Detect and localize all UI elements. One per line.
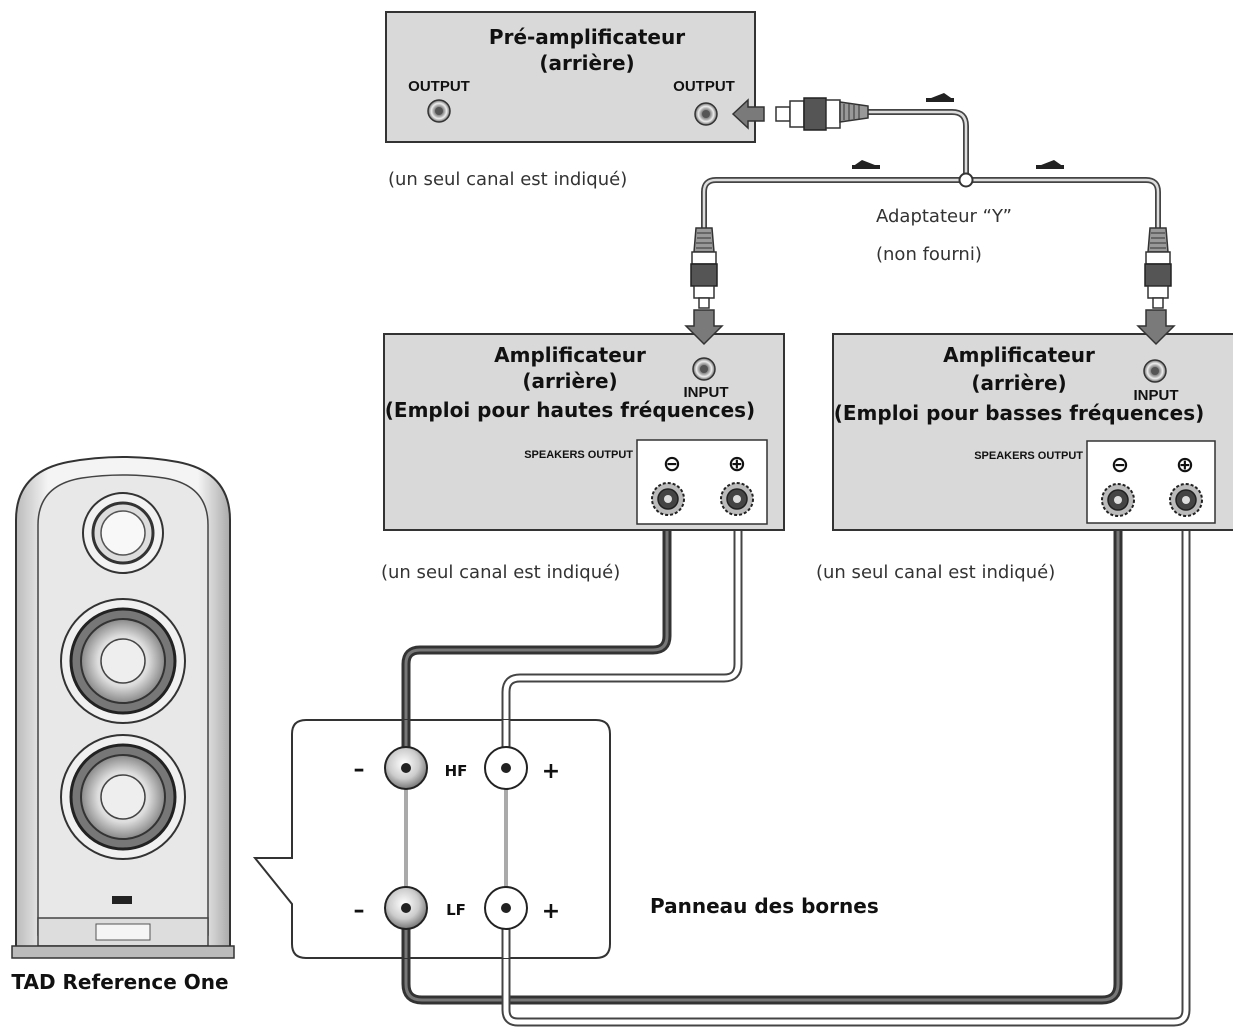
binding-post-icon[interactable]	[720, 482, 754, 516]
speaker-icon	[11, 456, 235, 959]
terminal-panel-callout: – HF + – LF +	[252, 719, 611, 959]
down-arrow-icon	[1136, 309, 1176, 346]
rca-jack-icon[interactable]	[694, 102, 718, 126]
rca-jack-icon[interactable]	[692, 357, 716, 381]
amp-lf-title: Amplificateur	[943, 343, 1095, 367]
amp-lf-note: (un seul canal est indiqué)	[816, 562, 1055, 583]
hf-minus-label: –	[354, 757, 365, 782]
binding-post-icon[interactable]	[384, 746, 428, 790]
lf-minus-label: –	[354, 898, 365, 923]
y-adapter-cable	[701, 109, 1161, 228]
amp-lf-minus-label: ⊖	[1111, 453, 1129, 478]
preamp-output-left-label: OUTPUT	[408, 78, 470, 95]
preamp-panel: Pré-amplificateur (arrière) OUTPUT OUTPU…	[385, 11, 756, 143]
rca-jack-icon	[427, 99, 451, 123]
y-junction-icon	[958, 172, 974, 188]
y-adapter-note: (non fourni)	[876, 244, 982, 265]
left-arrow-icon	[731, 98, 765, 130]
rca-plug-icon	[1144, 227, 1172, 309]
preamp-title: Pré-amplificateur	[489, 25, 685, 49]
amp-lf-subtitle: (arrière)	[971, 371, 1066, 395]
binding-post-icon[interactable]	[484, 886, 528, 930]
hf-label: HF	[445, 762, 468, 780]
amp-hf-usage: (Emploi pour hautes fréquences)	[385, 398, 755, 422]
amp-hf-subtitle: (arrière)	[522, 369, 617, 393]
binding-post-icon[interactable]	[484, 746, 528, 790]
amp-lf-input-label: INPUT	[1134, 387, 1179, 404]
amp-hf-title: Amplificateur	[494, 343, 646, 367]
speaker-cables	[401, 500, 1191, 1027]
y-adapter-label: Adaptateur “Y”	[876, 206, 1012, 227]
amp-hf-input-label: INPUT	[684, 384, 729, 401]
preamp-output-right-label: OUTPUT	[673, 78, 735, 95]
amp-hf-plus-label: ⊕	[728, 452, 746, 477]
down-arrow-icon	[684, 309, 724, 346]
rca-plug-icon	[690, 227, 718, 309]
binding-post-icon[interactable]	[651, 482, 685, 516]
binding-post-icon[interactable]	[384, 886, 428, 930]
terminal-panel-label: Panneau des bornes	[650, 894, 879, 918]
lf-label: LF	[446, 901, 466, 919]
preamp-note: (un seul canal est indiqué)	[388, 169, 627, 190]
amp-lf-plus-label: ⊕	[1176, 453, 1194, 478]
hf-plus-label: +	[542, 759, 560, 784]
binding-post-icon[interactable]	[1101, 483, 1135, 517]
amp-hf-note: (un seul canal est indiqué)	[381, 562, 620, 583]
binding-post-icon[interactable]	[1169, 483, 1203, 517]
amp-hf-panel: Amplificateur (arrière) (Emploi pour hau…	[383, 333, 785, 531]
amp-hf-speakers-output-label: SPEAKERS OUTPUT	[524, 449, 633, 461]
flow-arrows	[852, 93, 1064, 169]
amp-hf-minus-label: ⊖	[663, 452, 681, 477]
preamp-subtitle: (arrière)	[539, 51, 634, 75]
rca-jack-icon[interactable]	[1143, 359, 1167, 383]
rca-plug-icon	[775, 97, 869, 131]
amp-lf-speakers-output-label: SPEAKERS OUTPUT	[974, 450, 1083, 462]
amp-lf-usage: (Emploi pour basses fréquences)	[834, 401, 1205, 425]
speaker-name: TAD Reference One	[11, 970, 228, 994]
lf-plus-label: +	[542, 899, 560, 924]
amp-lf-panel: Amplificateur (arrière) (Emploi pour bas…	[832, 333, 1233, 531]
